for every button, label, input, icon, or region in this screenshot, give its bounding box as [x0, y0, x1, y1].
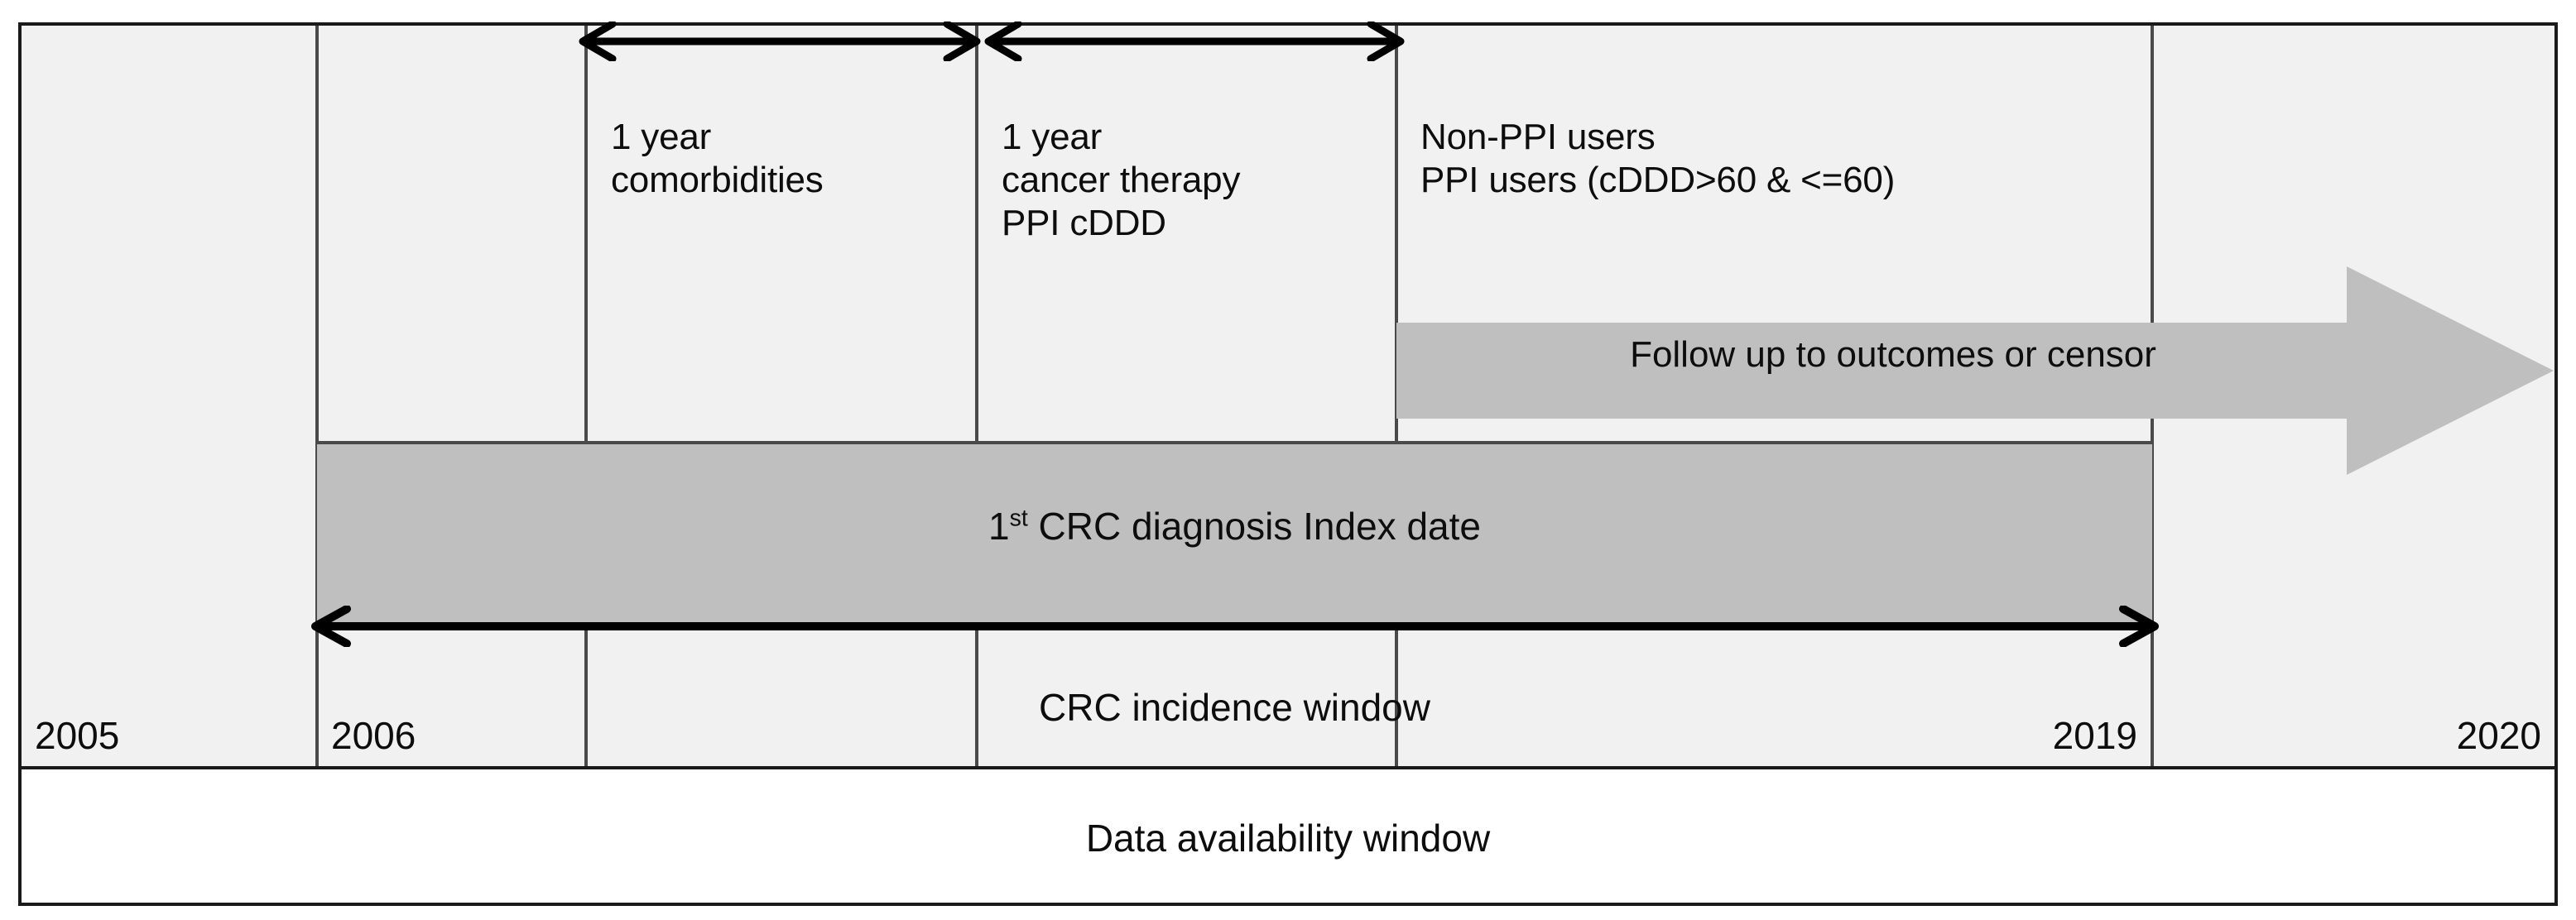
cancer-therapy-window-text: 1 year cancer therapy PPI cDDD [1002, 117, 1241, 243]
divider-2006 [315, 26, 319, 766]
period-cell-2005[interactable] [22, 26, 315, 766]
year-label-2005: 2005 [35, 714, 120, 757]
crc-incidence-window-arrow [307, 606, 2163, 647]
year-label-2006: 2006 [331, 714, 416, 757]
cohort-definition-text: Non-PPI users PPI users (cDDD>60 & <=60) [1420, 117, 1896, 200]
follow-up-block-arrow [1396, 266, 2555, 475]
comorbidity-window-text: 1 year comorbidities [611, 117, 824, 200]
index-date-ordinal-suffix: st [1009, 505, 1028, 532]
year-label-2020: 2020 [2456, 714, 2541, 757]
index-date-bar: 1st CRC diagnosis Index date [317, 441, 2152, 625]
index-date-label-rest: CRC diagnosis Index date [1027, 505, 1481, 548]
index-date-label: 1st CRC diagnosis Index date [317, 504, 2152, 549]
divider-therapy-start [975, 26, 978, 766]
index-date-ordinal-base: 1 [988, 505, 1010, 548]
crc-incidence-window-label: CRC incidence window [1039, 686, 1430, 729]
data-availability-label: Data availability window [1085, 817, 1491, 860]
follow-up-label: Follow up to outcomes or censor [1630, 334, 2156, 375]
period-cell-comorbidities[interactable] [588, 26, 975, 439]
cancer-therapy-span-arrow [980, 22, 1409, 61]
divider-comorbidity-start [584, 26, 588, 766]
year-label-2019: 2019 [2052, 714, 2137, 757]
period-cell-2006[interactable] [319, 26, 584, 766]
comorbidity-span-arrow [574, 22, 985, 61]
data-availability-band: Data availability window [22, 773, 2554, 903]
